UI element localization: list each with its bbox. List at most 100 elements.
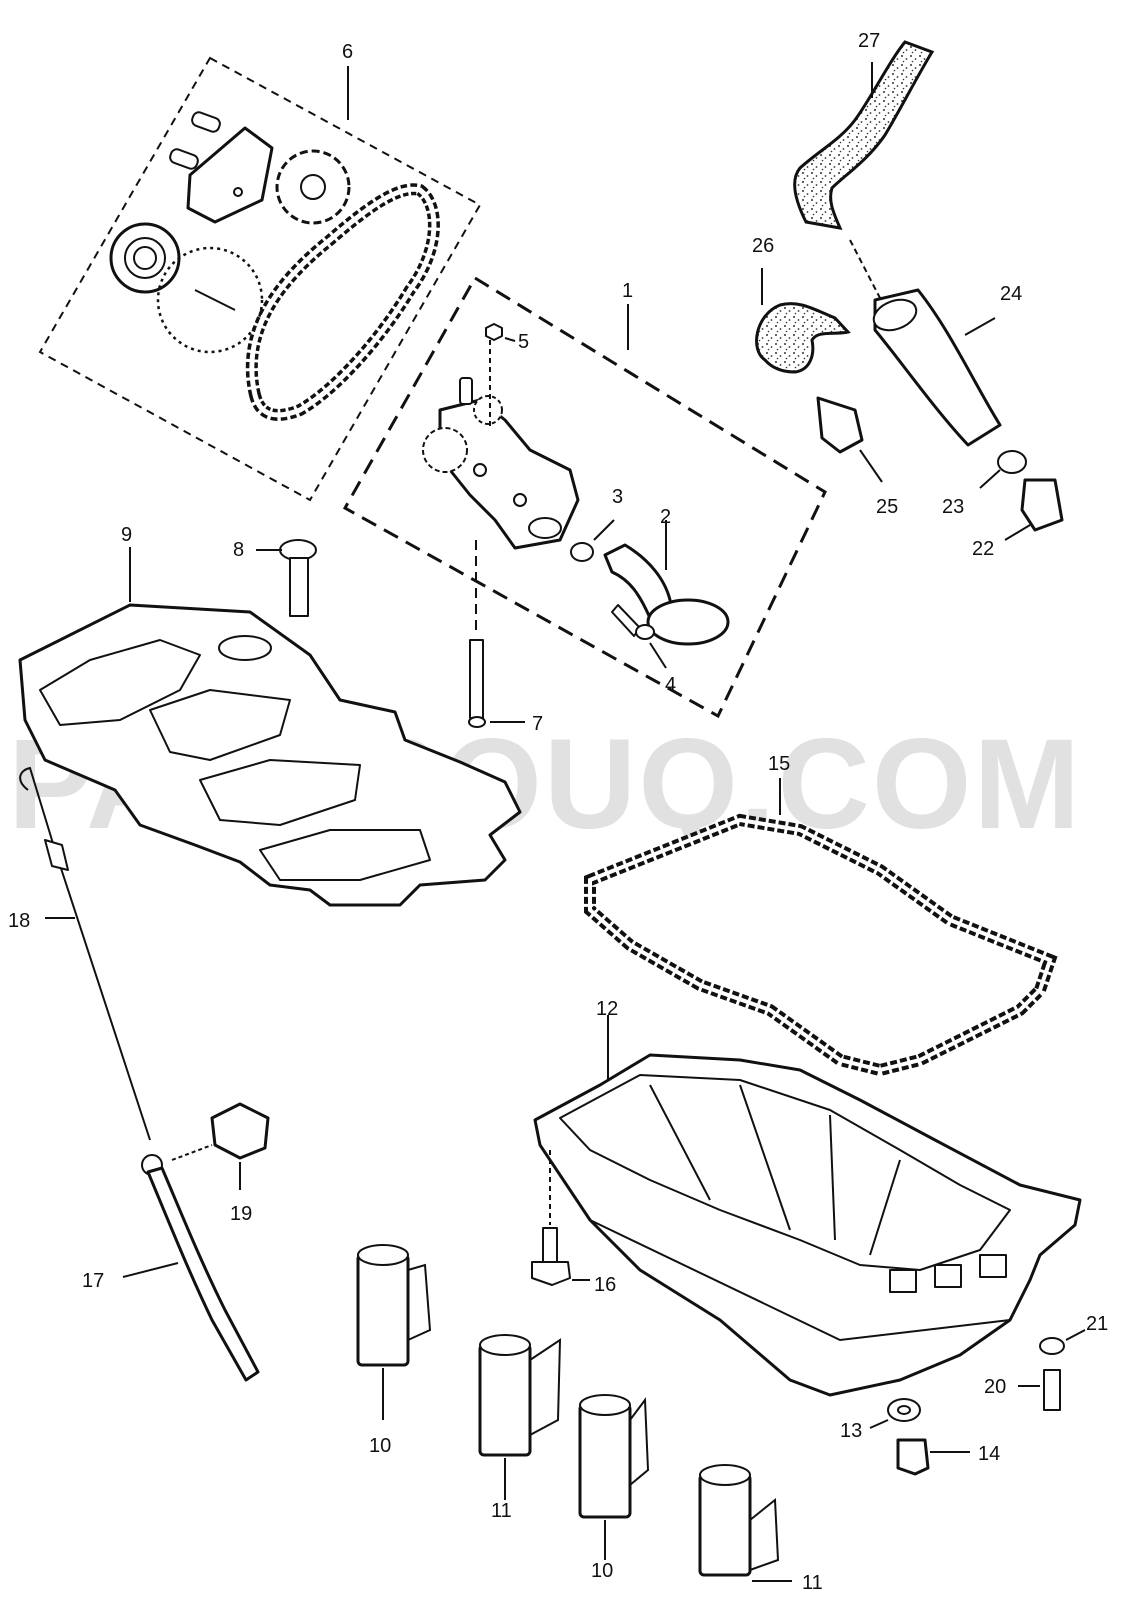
callout-5[interactable]: 5 [518, 331, 529, 353]
baffle-slot [218, 635, 272, 661]
crankshaft-sprocket-phantom-icon [156, 246, 264, 354]
pan-bolt-icon [542, 1227, 558, 1263]
oil-separator-icon [873, 288, 1002, 447]
pump-outlet-flange [528, 517, 562, 539]
callout-27[interactable]: 27 [858, 30, 880, 52]
callout-1[interactable]: 1 [622, 280, 633, 302]
callout-17[interactable]: 17 [82, 1270, 104, 1292]
callout-6[interactable]: 6 [342, 41, 353, 63]
hose-connector-icon [816, 396, 864, 454]
gasket-inner-edge [588, 817, 1053, 1073]
bolt-20-icon [1043, 1369, 1061, 1411]
leader-17 [122, 1262, 179, 1278]
leader-24 [964, 317, 996, 336]
clip-axis [171, 1144, 213, 1161]
leader-4 [649, 642, 667, 669]
sleeve-opening [699, 1464, 751, 1486]
pan-rib [869, 1159, 901, 1256]
fitting-icon [1020, 478, 1064, 532]
pan-rib [739, 1084, 791, 1231]
callout-19[interactable]: 19 [230, 1203, 252, 1225]
bushing-icon [191, 111, 221, 133]
baffle-channel [149, 689, 291, 761]
callout-13[interactable]: 13 [840, 1420, 862, 1442]
sleeve-bushing-icon [478, 1343, 532, 1457]
oil-seal-bore [133, 246, 157, 270]
long-bolt-icon [469, 639, 484, 719]
pickup-screw-icon [611, 604, 641, 637]
pump-bolt-hole [473, 463, 487, 477]
pump-gear-small [473, 395, 503, 425]
flange-bolt-shank [289, 557, 309, 617]
callout-labels: 6 27 26 24 1 5 25 23 22 3 2 9 8 4 7 15 1… [8, 30, 1108, 1594]
dipstick-handle [44, 839, 69, 871]
breather-group [755, 40, 1064, 541]
pan-bolt-head [531, 1261, 571, 1286]
leader-23 [979, 469, 1001, 489]
baffle-group [18, 547, 522, 907]
sleeve-handle [629, 1397, 650, 1486]
pan-reinforcement [934, 1264, 962, 1288]
tensioner-bolt-hole [233, 187, 243, 197]
callout-3[interactable]: 3 [612, 486, 623, 508]
callout-8[interactable]: 8 [233, 539, 244, 561]
gasket-group [584, 778, 1058, 1077]
baffle-channel [259, 829, 431, 881]
leader-13 [869, 1419, 889, 1429]
bushing-icon [169, 148, 199, 170]
callout-4[interactable]: 4 [665, 674, 676, 696]
long-bolt-head [468, 716, 486, 728]
sleeve-opening [479, 1334, 531, 1356]
dipstick-group [19, 766, 270, 1382]
callout-23[interactable]: 23 [942, 496, 964, 518]
oil-pump-boundary [342, 275, 827, 719]
callout-15[interactable]: 15 [768, 753, 790, 775]
callout-11-upper[interactable]: 11 [491, 1500, 512, 1522]
pump-bolt-hole [513, 493, 527, 507]
callout-11-lower[interactable]: 11 [802, 1572, 823, 1594]
sleeve-bushing-icon [698, 1473, 752, 1577]
callout-22[interactable]: 22 [972, 538, 994, 560]
sleeve-opening [357, 1244, 409, 1266]
callout-7[interactable]: 7 [532, 713, 543, 735]
leader-3 [593, 519, 615, 541]
leader-5 [504, 337, 516, 342]
dipstick-clip-icon [210, 1102, 270, 1160]
separator-top [872, 298, 918, 332]
leader-21 [1065, 1329, 1086, 1341]
timing-kit-group [38, 56, 482, 502]
pan-reinforcement [979, 1254, 1007, 1278]
oil-pan-gasket-icon [584, 813, 1058, 1077]
bushings-group [356, 1244, 792, 1582]
pan-rib [649, 1084, 711, 1201]
gasket-o-ring-icon [570, 542, 594, 562]
sleeve-handle [749, 1497, 780, 1571]
pan-lower-edge [589, 1219, 1011, 1342]
callout-2[interactable]: 2 [660, 506, 671, 528]
chain-tensioner-icon [186, 126, 274, 224]
callout-9[interactable]: 9 [121, 524, 132, 546]
callout-12[interactable]: 12 [596, 998, 618, 1020]
callout-14[interactable]: 14 [978, 1443, 1000, 1465]
leader-25 [859, 449, 883, 483]
callout-18[interactable]: 18 [8, 910, 30, 932]
pan-rib [829, 1114, 836, 1241]
timing-chain-inner [249, 186, 437, 418]
baffle-channel [39, 639, 201, 726]
dipstick-tube-icon [146, 1166, 260, 1382]
callout-25[interactable]: 25 [876, 496, 898, 518]
stud-icon [459, 377, 473, 405]
callout-21[interactable]: 21 [1086, 1313, 1108, 1335]
drain-plug-icon [896, 1438, 930, 1476]
callout-10-lower[interactable]: 10 [591, 1560, 613, 1582]
callout-24[interactable]: 24 [1000, 283, 1022, 305]
callout-10-upper[interactable]: 10 [369, 1435, 391, 1457]
breather-hose-lower-icon [755, 302, 851, 374]
callout-26[interactable]: 26 [752, 235, 774, 257]
callout-20[interactable]: 20 [984, 1376, 1006, 1398]
callout-16[interactable]: 16 [594, 1274, 616, 1296]
leader-22 [1004, 524, 1031, 541]
dipstick-icon [19, 766, 151, 1141]
